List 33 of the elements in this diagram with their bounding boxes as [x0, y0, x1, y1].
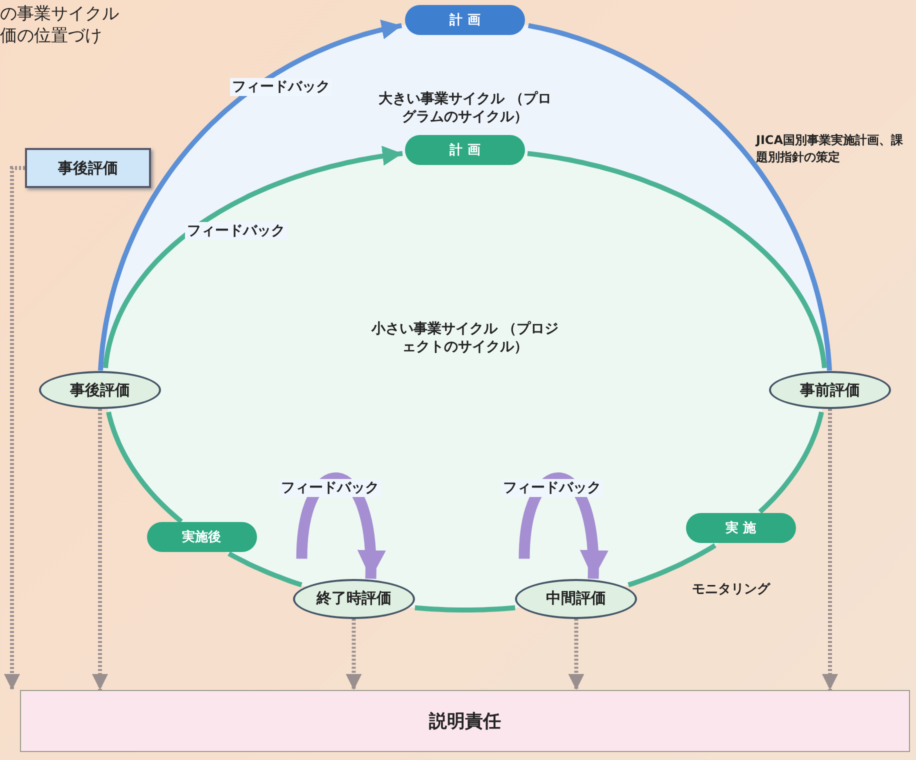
cycle-title: 小さい事業サイクル （プロジェクトのサイクル） — [370, 320, 560, 356]
stage-pill: 計 画 — [405, 135, 525, 165]
annotation-text: モニタリング — [692, 581, 770, 598]
cycle-line — [228, 551, 302, 588]
curved-arrow — [296, 472, 385, 579]
evaluation-box: 事後評価 — [25, 148, 151, 188]
dotted-arrow — [346, 618, 362, 690]
edge-label: フィードバック — [501, 478, 604, 497]
stage-pill: 計 画 — [405, 5, 525, 35]
dotted-arrow — [92, 409, 108, 690]
cycle-arrow — [98, 20, 402, 371]
evaluation-ellipse: 事後評価 — [39, 371, 161, 409]
cycle-line — [106, 411, 183, 524]
dotted-arrow — [822, 409, 838, 690]
title-text: の事業サイクル — [0, 3, 119, 25]
cycle-line — [628, 543, 716, 588]
dotted-arrow — [568, 618, 584, 690]
cycle-arrow — [103, 146, 403, 368]
note-text: JICA国別事業実施計画、課題別指針の策定 — [756, 132, 904, 166]
edge-label: フィードバック — [278, 478, 381, 497]
curved-arrow — [518, 472, 608, 579]
stage-pill: 実 施 — [686, 512, 796, 543]
edge-label: フィードバック — [185, 222, 287, 240]
cycle-title: 大きい事業サイクル （プログラムのサイクル） — [378, 90, 552, 126]
dotted-arrow — [4, 166, 25, 690]
cycle-line — [527, 151, 827, 368]
accountability-bar: 説明責任 — [20, 690, 910, 752]
evaluation-ellipse: 事前評価 — [769, 371, 891, 409]
cycle-line — [414, 605, 516, 612]
title-text: 価の位置づけ — [0, 25, 102, 47]
cycle-line — [528, 23, 832, 371]
stage-pill: 実施後 — [146, 522, 257, 552]
cycle-line — [758, 411, 824, 514]
